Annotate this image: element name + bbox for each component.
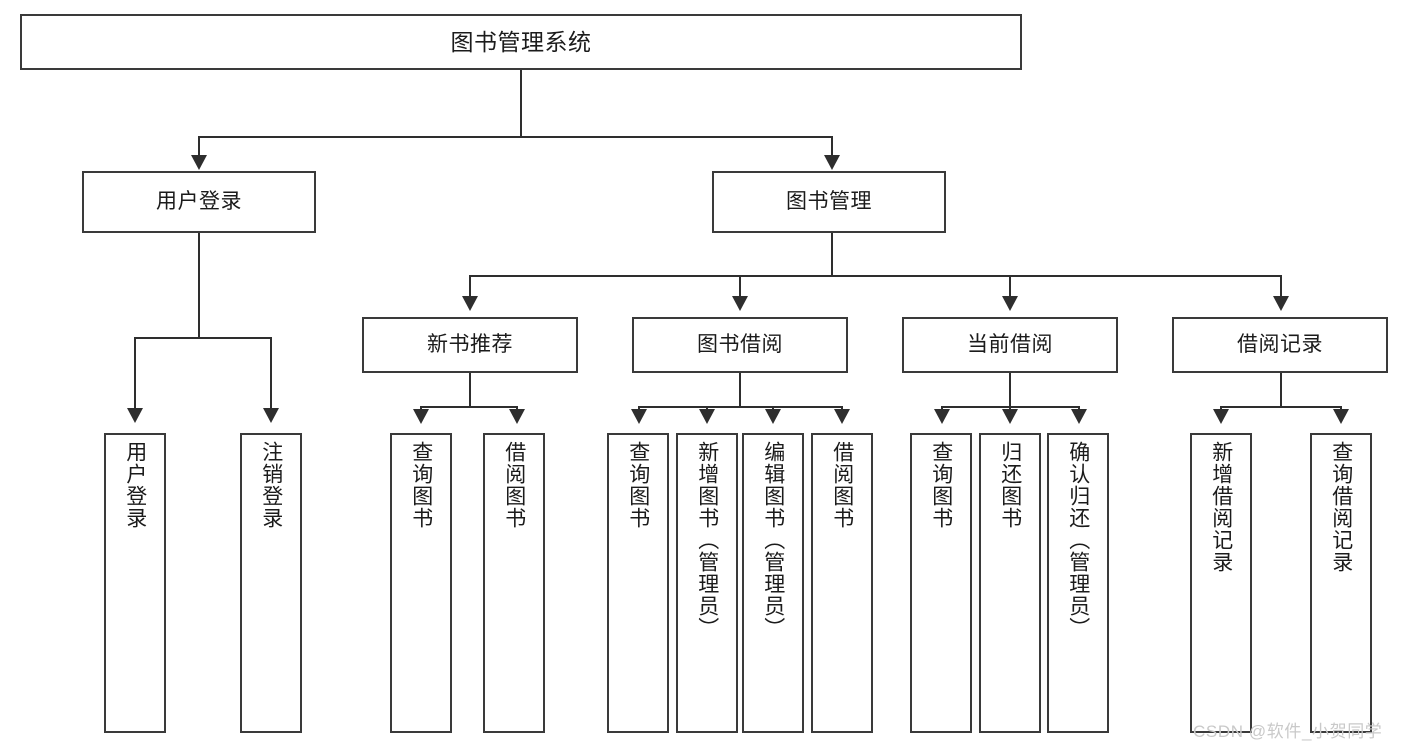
connector-book-borrow-branch-4: [841, 406, 843, 410]
leaf-logout[interactable]: 注销登录: [240, 433, 302, 733]
leaf-borrow-book-newbook-label: 借阅图书: [502, 441, 526, 529]
leaf-borrow-book-newbook[interactable]: 借阅图书: [483, 433, 545, 733]
node-book-manage[interactable]: 图书管理: [712, 171, 946, 233]
node-borrow-record[interactable]: 借阅记录: [1172, 317, 1388, 373]
node-book-borrow[interactable]: 图书借阅: [632, 317, 848, 373]
connector-borrow-record-branch-1: [1220, 406, 1222, 410]
connector-root-bus: [199, 136, 832, 138]
node-current-borrow[interactable]: 当前借阅: [902, 317, 1118, 373]
leaf-logout-label: 注销登录: [259, 441, 283, 529]
arrowhead-book-borrow: [732, 296, 748, 311]
arrowhead-leaf-add-record: [1213, 409, 1229, 424]
node-user-login[interactable]: 用户登录: [82, 171, 316, 233]
connector-user-login-branch-2: [270, 337, 272, 409]
node-root[interactable]: 图书管理系统: [20, 14, 1022, 70]
connector-current-borrow-branch-1: [941, 406, 943, 410]
leaf-return-book-label: 归还图书: [998, 441, 1022, 529]
leaf-return-book[interactable]: 归还图书: [979, 433, 1041, 733]
leaf-confirm-return-admin[interactable]: 确认归还（管理员）: [1047, 433, 1109, 733]
connector-borrow-record-branch-2: [1340, 406, 1342, 410]
arrowhead-leaf-borrow-book-2: [834, 409, 850, 424]
connector-tier3-branch-3: [1009, 275, 1011, 297]
arrowhead-leaf-query-book-2: [631, 409, 647, 424]
arrowhead-leaf-user-login: [127, 408, 143, 423]
connector-user-login-branch-1: [134, 337, 136, 409]
connector-book-borrow-stem: [739, 373, 741, 407]
connector-current-borrow-stem: [1009, 373, 1011, 407]
leaf-query-book-borrow-label: 查询图书: [626, 441, 650, 529]
connector-book-borrow-branch-1: [638, 406, 640, 410]
leaf-edit-book-admin[interactable]: 编辑图书（管理员）: [742, 433, 804, 733]
arrowhead-leaf-query-record: [1333, 409, 1349, 424]
leaf-borrow-book-borrow-label: 借阅图书: [830, 441, 854, 529]
connector-new-book-branch-1: [420, 406, 422, 410]
connector-tier3-branch-2: [739, 275, 741, 297]
arrowhead-leaf-edit-book: [765, 409, 781, 424]
leaf-add-borrow-record-label: 新增借阅记录: [1209, 441, 1233, 573]
connector-tier3-branch-4: [1280, 275, 1282, 297]
connector-book-borrow-branch-3: [772, 406, 774, 410]
leaf-query-borrow-record-label: 查询借阅记录: [1329, 441, 1353, 573]
leaf-query-book-newbook[interactable]: 查询图书: [390, 433, 452, 733]
connector-tier3-branch-1: [469, 275, 471, 297]
arrowhead-borrow-record: [1273, 296, 1289, 311]
leaf-query-book-borrow[interactable]: 查询图书: [607, 433, 669, 733]
arrowhead-leaf-query-book-1: [413, 409, 429, 424]
connector-user-login-bus: [134, 337, 272, 339]
connector-borrow-record-stem: [1280, 373, 1282, 407]
arrowhead-new-book: [462, 296, 478, 311]
node-book-manage-label: 图书管理: [786, 190, 872, 214]
leaf-query-book-current-label: 查询图书: [929, 441, 953, 529]
arrowhead-leaf-borrow-book-1: [509, 409, 525, 424]
connector-borrow-record-bus: [1220, 406, 1342, 408]
arrowhead-leaf-query-book-3: [934, 409, 950, 424]
leaf-confirm-return-admin-label: 确认归还（管理员）: [1066, 441, 1090, 639]
connector-book-manage-bus: [469, 275, 1282, 277]
connector-current-borrow-branch-3: [1078, 406, 1080, 410]
arrowhead-book-manage: [824, 155, 840, 170]
leaf-add-book-admin-label: 新增图书（管理员）: [695, 441, 719, 639]
connector-book-manage-stem: [831, 233, 833, 276]
arrowhead-user-login: [191, 155, 207, 170]
connector-new-book-branch-2: [516, 406, 518, 410]
leaf-borrow-book-borrow[interactable]: 借阅图书: [811, 433, 873, 733]
connector-book-borrow-bus: [638, 406, 843, 408]
leaf-add-borrow-record[interactable]: 新增借阅记录: [1190, 433, 1252, 733]
connector-book-borrow-branch-2: [706, 406, 708, 410]
connector-user-login-stem: [198, 233, 200, 338]
leaf-user-login-label: 用户登录: [123, 441, 147, 529]
arrowhead-current-borrow: [1002, 296, 1018, 311]
node-book-borrow-label: 图书借阅: [697, 333, 783, 357]
connector-root-to-book-manage: [831, 136, 833, 156]
leaf-add-book-admin[interactable]: 新增图书（管理员）: [676, 433, 738, 733]
node-user-login-label: 用户登录: [156, 190, 242, 214]
connector-new-book-stem: [469, 373, 471, 407]
arrowhead-leaf-add-book: [699, 409, 715, 424]
connector-root-stem: [520, 70, 522, 137]
connector-root-to-user-login: [198, 136, 200, 156]
node-borrow-record-label: 借阅记录: [1237, 333, 1323, 357]
node-root-label: 图书管理系统: [450, 28, 592, 55]
arrowhead-leaf-confirm-return: [1071, 409, 1087, 424]
leaf-user-login[interactable]: 用户登录: [104, 433, 166, 733]
leaf-query-book-current[interactable]: 查询图书: [910, 433, 972, 733]
connector-current-borrow-branch-2: [1009, 406, 1011, 410]
connector-new-book-bus: [420, 406, 518, 408]
node-current-borrow-label: 当前借阅: [967, 333, 1053, 357]
arrowhead-leaf-logout: [263, 408, 279, 423]
leaf-query-borrow-record[interactable]: 查询借阅记录: [1310, 433, 1372, 733]
node-new-book-label: 新书推荐: [427, 333, 513, 357]
arrowhead-leaf-return-book: [1002, 409, 1018, 424]
leaf-query-book-newbook-label: 查询图书: [409, 441, 433, 529]
node-new-book[interactable]: 新书推荐: [362, 317, 578, 373]
leaf-edit-book-admin-label: 编辑图书（管理员）: [761, 441, 785, 639]
